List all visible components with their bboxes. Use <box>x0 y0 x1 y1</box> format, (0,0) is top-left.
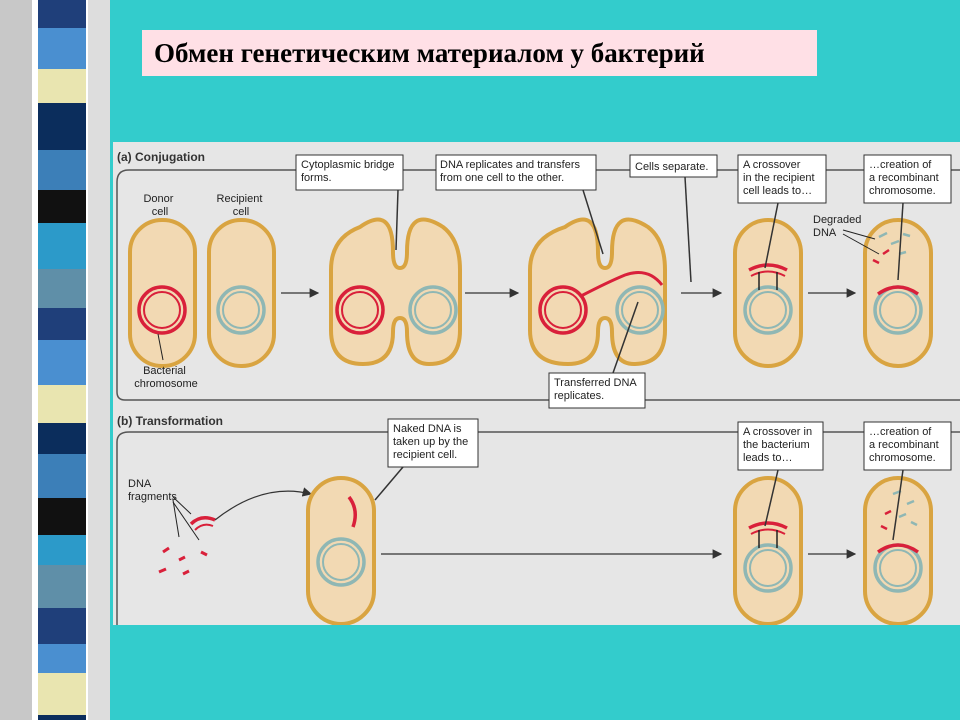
taken-up-dna <box>347 495 357 528</box>
transformation-header: (b) Transformation <box>117 414 223 428</box>
degraded-dna-fragments-b <box>880 489 918 531</box>
callout-transferred-dna <box>548 372 646 409</box>
conjugation-header: (a) Conjugation <box>117 150 205 164</box>
free-dna-fragments <box>158 516 216 576</box>
degraded-dna-label: Degraded DNA <box>813 214 864 239</box>
callout-crossover-bacterium <box>737 421 824 471</box>
transformation-panel-frame <box>116 431 960 625</box>
recipient-cell-label: Recipient cell <box>217 193 266 218</box>
donor-cell-label: Donor cell <box>143 193 176 218</box>
transferred-dna-strand <box>580 271 664 298</box>
svg-text:…creation of a recombinant: …creation of a recombinant chromosome. <box>869 159 942 197</box>
degraded-dna-fragments <box>872 231 911 265</box>
svg-text:Cytoplasmic bridge forms.: Cytoplasmic bridge forms. <box>301 159 398 184</box>
title-box: Обмен генетическим материалом у бактерий <box>142 30 817 76</box>
donor-chromosome <box>137 285 187 335</box>
callout-dna-replicates <box>435 154 597 191</box>
callout-naked-dna <box>387 418 479 468</box>
callout-creation-transformation <box>863 421 952 471</box>
bacterial-chromosome-label: Bacterial chromosome <box>134 365 198 390</box>
svg-text:DNA replicates and transfers: DNA replicates and transfers from one ce… <box>440 159 583 184</box>
callout-creation-conjugation <box>863 154 952 204</box>
svg-text:A crossover in the recipie: A crossover in the recipient cell leads … <box>743 159 818 197</box>
decorative-side-strip <box>0 0 110 720</box>
svg-text:…creation of a recombinant: …creation of a recombinant chromosome. <box>869 426 942 464</box>
bacterial-exchange-diagram: (a) Conjugation Donor cell Recipient cel… <box>113 142 960 625</box>
svg-text:Naked DNA is taken up by t: Naked DNA is taken up by the recipient c… <box>393 423 471 461</box>
slide-title: Обмен генетическим материалом у бактерий <box>154 37 705 68</box>
callout-crossover-recipient <box>737 154 827 204</box>
transformation-recipient-cell <box>306 476 376 625</box>
conjugation-panel-frame <box>116 169 960 401</box>
callout-cytoplasmic-bridge <box>295 154 404 191</box>
svg-text:Transferred DNA replicates: Transferred DNA replicates. <box>554 377 639 402</box>
recipient-chromosome <box>216 285 266 335</box>
svg-text:Cells separate.: Cells separate. <box>635 161 708 173</box>
callout-cells-separate <box>629 154 718 178</box>
svg-text:A crossover in the bacteri: A crossover in the bacterium leads to… <box>743 426 815 464</box>
dna-fragments-label: DNA fragments <box>128 478 177 503</box>
